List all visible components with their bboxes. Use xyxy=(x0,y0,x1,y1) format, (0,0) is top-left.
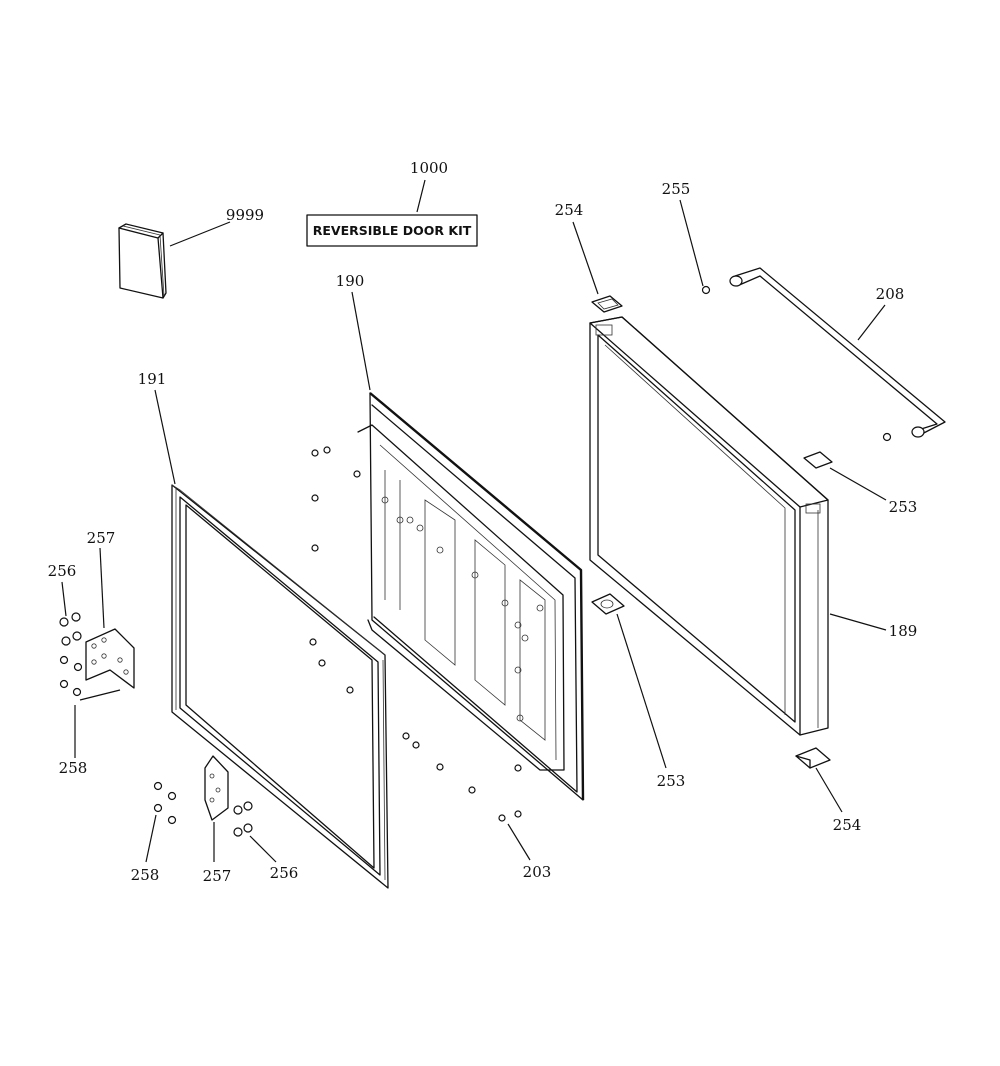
label-257-left: 257 xyxy=(87,529,116,547)
door-handle xyxy=(729,267,946,438)
label-208: 208 xyxy=(876,285,905,303)
label-9999: 9999 xyxy=(226,206,264,224)
label-190: 190 xyxy=(336,272,365,290)
label-255: 255 xyxy=(662,180,691,198)
screws xyxy=(59,285,892,837)
label-254-bottom: 254 xyxy=(833,816,862,834)
label-191: 191 xyxy=(138,370,167,388)
hinge-cap-right xyxy=(803,451,833,469)
label-256-left: 256 xyxy=(48,562,77,580)
label-254-top: 254 xyxy=(555,201,584,219)
manual-booklet xyxy=(118,223,167,299)
label-189: 189 xyxy=(889,622,918,640)
reversible-door-kit-box: REVERSIBLE DOOR KIT xyxy=(306,214,478,247)
label-253-bottom: 253 xyxy=(657,772,686,790)
door-liner-panel xyxy=(357,392,585,801)
label-258-bottom: 258 xyxy=(131,866,160,884)
hinge-cap-middle xyxy=(591,593,625,615)
door-gasket xyxy=(171,484,389,889)
label-256-bottom: 256 xyxy=(270,864,299,882)
label-1000: 1000 xyxy=(410,159,448,177)
hinge-cap-bottom xyxy=(795,747,831,769)
label-258-left: 258 xyxy=(59,759,88,777)
outer-door xyxy=(589,316,829,736)
hinge-cap-top xyxy=(591,295,623,313)
hinge-bracket-left xyxy=(85,628,135,689)
leader-lines xyxy=(61,179,887,863)
kit-box-text: REVERSIBLE DOOR KIT xyxy=(313,223,472,238)
label-257-bottom: 257 xyxy=(203,867,232,885)
label-203: 203 xyxy=(523,863,552,881)
label-253-right: 253 xyxy=(889,498,918,516)
part-labels: 1000 9999 190 191 254 255 208 253 189 25… xyxy=(48,159,918,885)
hinge-bracket-bottom xyxy=(204,755,229,821)
